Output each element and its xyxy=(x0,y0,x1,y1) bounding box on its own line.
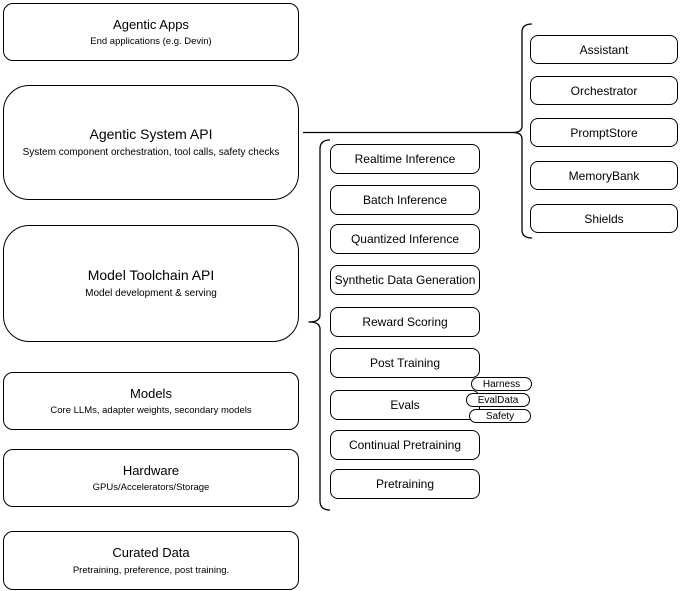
service-label: Synthetic Data Generation xyxy=(334,273,476,287)
service-label: Quantized Inference xyxy=(350,232,460,246)
service-evals: Evals xyxy=(330,390,480,420)
component-label: Orchestrator xyxy=(570,83,638,98)
component-assistant: Assistant xyxy=(530,35,678,64)
component-label: Assistant xyxy=(579,42,629,57)
component-label: PromptStore xyxy=(570,125,638,140)
service-label: Batch Inference xyxy=(362,193,448,207)
tag-label: EvalData xyxy=(477,394,519,406)
service-post-training: Post Training xyxy=(330,348,480,378)
node-title: Agentic Apps xyxy=(113,16,189,32)
component-shields: Shields xyxy=(530,204,678,233)
node-subtitle: GPUs/Accelerators/Storage xyxy=(92,482,210,494)
service-label: Pretraining xyxy=(375,477,435,491)
component-promptstore: PromptStore xyxy=(530,118,678,147)
node-title: Agentic System API xyxy=(89,126,213,143)
service-label: Realtime Inference xyxy=(354,152,456,166)
node-model-toolchain-api: Model Toolchain API Model development & … xyxy=(3,225,299,342)
node-curated-data: Curated Data Pretraining, preference, po… xyxy=(3,531,299,590)
service-label: Continual Pretraining xyxy=(348,438,462,452)
service-continual-pretraining: Continual Pretraining xyxy=(330,430,480,460)
service-quantized-inference: Quantized Inference xyxy=(330,224,480,254)
node-agentic-system-api: Agentic System API System component orch… xyxy=(3,85,299,200)
tag-safety: Safety xyxy=(469,409,531,423)
component-orchestrator: Orchestrator xyxy=(530,76,678,105)
node-subtitle: Core LLMs, adapter weights, secondary mo… xyxy=(50,405,252,417)
node-subtitle: Model development & serving xyxy=(85,287,217,299)
node-title: Model Toolchain API xyxy=(87,267,215,284)
node-hardware: Hardware GPUs/Accelerators/Storage xyxy=(3,449,299,507)
service-label: Reward Scoring xyxy=(362,315,448,329)
node-title: Curated Data xyxy=(112,545,190,560)
components-bracket xyxy=(512,23,533,239)
service-batch-inference: Batch Inference xyxy=(330,185,480,215)
node-title: Hardware xyxy=(122,462,180,478)
component-memorybank: MemoryBank xyxy=(530,161,678,190)
component-label: Shields xyxy=(584,211,624,226)
service-realtime-inference: Realtime Inference xyxy=(330,144,480,174)
tag-evaldata: EvalData xyxy=(466,393,530,407)
tag-label: Safety xyxy=(485,410,515,422)
tag-label: Harness xyxy=(482,378,521,390)
service-pretraining: Pretraining xyxy=(330,469,480,499)
tag-harness: Harness xyxy=(471,377,532,391)
toolchain-bracket xyxy=(308,139,331,511)
node-subtitle: Pretraining, preference, post training. xyxy=(72,564,230,576)
node-title: Models xyxy=(130,385,172,401)
node-agentic-apps: Agentic Apps End applications (e.g. Devi… xyxy=(3,3,299,61)
service-label: Evals xyxy=(390,398,420,412)
node-subtitle: System component orchestration, tool cal… xyxy=(22,146,280,158)
service-label: Post Training xyxy=(369,356,441,370)
component-label: MemoryBank xyxy=(568,168,640,183)
node-subtitle: End applications (e.g. Devin) xyxy=(90,36,212,48)
service-synthetic-data-generation: Synthetic Data Generation xyxy=(330,265,480,295)
node-models: Models Core LLMs, adapter weights, secon… xyxy=(3,372,299,430)
service-reward-scoring: Reward Scoring xyxy=(330,307,480,337)
